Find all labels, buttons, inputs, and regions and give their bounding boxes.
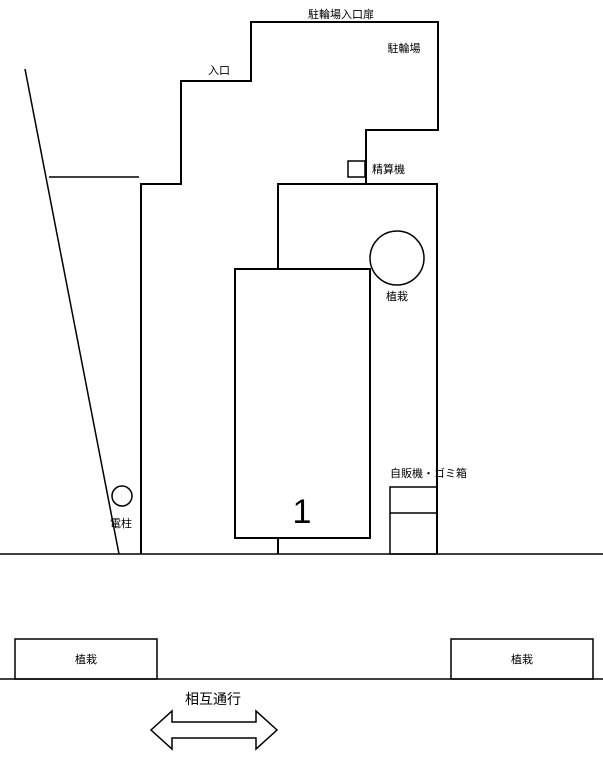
sidewalk-planting-right-label: 植栽 [511, 652, 533, 666]
entrance-label: 入口 [208, 64, 230, 77]
vending-trash-label: 自販機・ゴミ箱 [390, 466, 467, 480]
two-way-traffic-label: 相互通行 [185, 692, 241, 708]
payment-machine-icon [347, 160, 366, 178]
utility-pole-label: 電柱 [110, 516, 132, 530]
vending-trash-box [389, 486, 438, 555]
payment-machine-label: 精算機 [372, 162, 405, 176]
lot-outline [140, 21, 439, 554]
diagonal-boundary-line [24, 68, 120, 555]
sidewalk-planting-right [450, 638, 594, 680]
building-outline [277, 183, 438, 554]
utility-pole-icon [111, 485, 133, 507]
parking-space-1 [234, 268, 371, 539]
planting-circle-icon [369, 230, 425, 286]
sidewalk-planting-left [14, 638, 158, 680]
bicycle-parking-label: 駐輪場 [388, 41, 421, 55]
entrance-door-label: 駐輪場入口扉 [308, 7, 374, 21]
planting-label: 植栽 [386, 289, 408, 303]
sidewalk-planting-left-label: 植栽 [75, 652, 97, 666]
parking-space-number: 1 [293, 493, 312, 531]
double-arrow-icon [149, 709, 279, 751]
